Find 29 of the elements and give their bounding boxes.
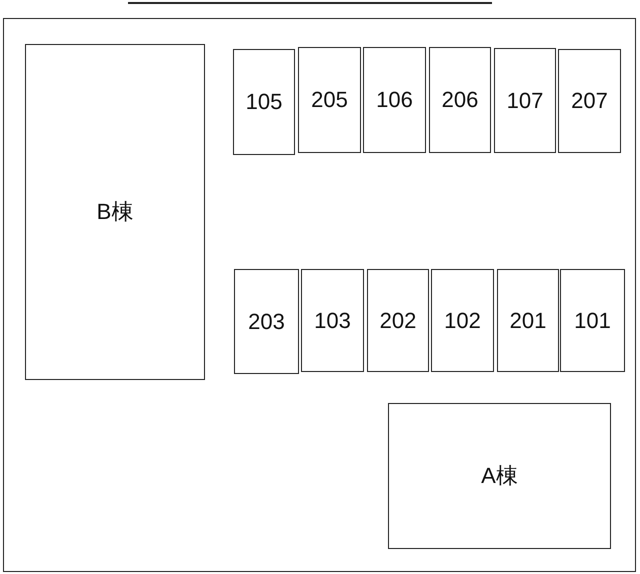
- space-number: 207: [571, 88, 608, 114]
- space-number: 106: [376, 87, 413, 113]
- parking-space: [497, 269, 559, 372]
- parking-space: [301, 269, 364, 372]
- space-number: 102: [444, 308, 481, 334]
- space-number: 205: [311, 87, 348, 113]
- space-number: 203: [248, 308, 285, 334]
- building-label: A棟: [481, 462, 518, 490]
- space-number: 103: [314, 308, 351, 334]
- building-label: B棟: [96, 198, 134, 226]
- parking-space: [234, 269, 299, 374]
- space-number: 101: [574, 308, 611, 334]
- space-number: 206: [442, 87, 478, 113]
- building-block: [25, 44, 205, 380]
- parking-space: [560, 269, 625, 372]
- space-number: 201: [510, 308, 546, 334]
- parking-space: [363, 47, 426, 153]
- parking-space: [494, 48, 556, 153]
- space-number: 105: [246, 89, 282, 115]
- parking-space: [429, 47, 491, 153]
- parking-space: [298, 47, 361, 153]
- building-block: [388, 403, 611, 549]
- parking-space: [431, 269, 494, 372]
- parking-space: [233, 49, 295, 155]
- space-number: 107: [506, 88, 544, 114]
- parking-space: [558, 49, 621, 153]
- parking-space: [367, 269, 429, 372]
- space-number: 202: [380, 308, 416, 334]
- parking-lot-outline: [3, 18, 636, 572]
